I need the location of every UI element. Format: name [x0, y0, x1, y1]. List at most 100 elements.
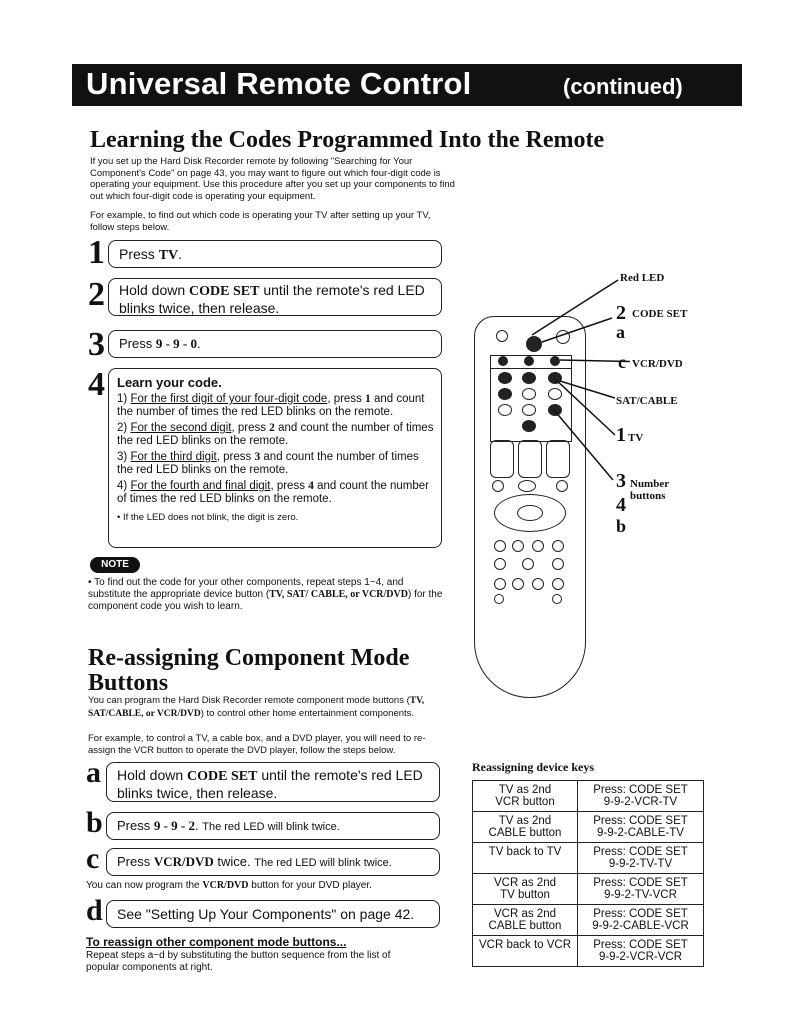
- device-cell: TV back to TV: [472, 842, 578, 874]
- number-button: [548, 404, 562, 416]
- number-button: [522, 388, 536, 400]
- number-button: [498, 404, 512, 416]
- step-c-letter: c: [86, 842, 100, 875]
- sat-cable-callout: SAT/CABLE: [616, 395, 678, 407]
- number-4: 4: [616, 494, 626, 516]
- step-4-item: 4) For the fourth and final digit, press…: [117, 480, 429, 505]
- page-title: Universal Remote Control: [86, 66, 472, 101]
- step-1-bold: TV: [158, 248, 179, 263]
- step-3-bold: 9 - 9 - 0: [155, 336, 198, 351]
- code-set-callout: CODE SET: [632, 308, 688, 320]
- replay-button: [518, 440, 542, 478]
- tv-callout: TV: [628, 432, 644, 444]
- step-a-callout: a: [616, 322, 625, 342]
- step-4-list: 1) For the first digit of your four-digi…: [117, 393, 435, 524]
- step-3-post: .: [197, 336, 201, 351]
- navigation-pad: [494, 494, 566, 532]
- pause-button: [552, 558, 564, 570]
- step-b-callout: b: [616, 516, 627, 536]
- step-4-note: • If the LED does not blink, the digit i…: [117, 512, 299, 523]
- note-badge: NOTE: [90, 557, 140, 573]
- step-1-number: 1: [88, 234, 105, 271]
- reassign-example: For example, to control a TV, a cable bo…: [88, 733, 426, 756]
- remote-button: [522, 558, 534, 570]
- return-button: [492, 480, 504, 492]
- reassign-intro: You can program the Hard Disk Recorder r…: [88, 695, 425, 719]
- press-cell: Press: CODE SET 9-9-2-TV-VCR: [577, 873, 704, 905]
- device-cell: TV as 2nd VCR button: [472, 780, 578, 812]
- vcr-dvd-mode-button: [550, 356, 560, 366]
- step-4-item: 2) For the second digit, press 2 and cou…: [117, 422, 434, 447]
- page-subtitle: (continued): [563, 74, 683, 99]
- keys-table-title: Reassigning device keys: [472, 760, 595, 774]
- reassign-heading: Re-assigning Component Mode Buttons: [88, 645, 410, 696]
- number-button: [548, 388, 562, 400]
- step-1-pre: Press: [119, 246, 159, 262]
- step-4-title: Learn your code.: [117, 375, 222, 390]
- volume-rocker: [546, 440, 570, 478]
- tv-mode-button: [498, 356, 508, 366]
- note-text: • To find out the code for your other co…: [88, 577, 443, 612]
- press-cell: Press: CODE SET 9-9-2-TV-TV: [577, 842, 704, 874]
- step-c-box: Press VCR/DVD twice. The red LED will bl…: [106, 848, 440, 876]
- vcr-dvd-callout: VCR/DVD: [632, 358, 683, 370]
- callout-lines: [531, 279, 630, 481]
- remote-button: [552, 594, 562, 604]
- device-cell: VCR as 2nd TV button: [472, 873, 578, 905]
- step-c-callout: c: [618, 352, 626, 372]
- header-banner: Universal Remote Control (continued): [72, 64, 742, 106]
- step-4-box: Learn your code. 1) For the first digit …: [108, 368, 442, 548]
- step-4-item: 3) For the third digit, press 3 and coun…: [117, 451, 419, 476]
- remote-button: [494, 540, 506, 552]
- step-2-number: 2: [88, 276, 105, 313]
- number-button: [498, 372, 512, 384]
- press-cell: Press: CODE SET 9-9-2-CABLE-VCR: [577, 904, 704, 936]
- press-cell: Press: CODE SET 9-9-2-CABLE-TV: [577, 811, 704, 843]
- code-set-number: 2: [616, 302, 626, 324]
- number-buttons-callout: Number buttons: [630, 478, 669, 502]
- press-cell: Press: CODE SET 9-9-2-VCR-VCR: [577, 935, 704, 967]
- step-b-letter: b: [86, 806, 103, 839]
- step-4-item: 1) For the first digit of your four-digi…: [117, 393, 425, 418]
- step-3-number: 3: [88, 326, 105, 363]
- step-3-box: Press 9 - 9 - 0.: [108, 330, 442, 358]
- step-3-pre: Press: [119, 336, 156, 351]
- remote-button: [512, 540, 524, 552]
- remote-button: [512, 578, 524, 590]
- remote-button: [494, 558, 506, 570]
- device-cell: VCR back to VCR: [472, 935, 578, 967]
- number-3: 3: [616, 470, 626, 492]
- remote-button: [552, 578, 564, 590]
- tv-number: 1: [616, 424, 626, 446]
- step-4-number: 4: [88, 366, 105, 403]
- learning-intro: If you set up the Hard Disk Recorder rem…: [90, 156, 455, 202]
- hdr-button: [496, 330, 508, 342]
- learning-heading: Learning the Codes Programmed Into the R…: [90, 127, 605, 153]
- device-cell: TV as 2nd CABLE button: [472, 811, 578, 843]
- sat-cable-mode-button: [524, 356, 534, 366]
- select-button: [517, 505, 543, 521]
- code-set-button: [526, 336, 542, 352]
- number-button: [522, 372, 536, 384]
- other-heading: To reassign other component mode buttons…: [86, 935, 347, 949]
- step-2-post: until the remote's red LED blinks twice,…: [119, 282, 425, 316]
- remote-button: [494, 578, 506, 590]
- step-1-box: Press TV.: [108, 240, 442, 268]
- number-button: [498, 388, 512, 400]
- step-2-bold: CODE SET: [189, 284, 260, 299]
- number-button: [522, 404, 536, 416]
- remote-button: [552, 540, 564, 552]
- mute-button: [556, 480, 568, 492]
- red-led-callout: Red LED: [620, 272, 665, 284]
- remote-button: [532, 578, 544, 590]
- step-a-box: Hold down CODE SET until the remote's re…: [106, 762, 440, 802]
- remote-button: [494, 594, 504, 604]
- step-d-box: See "Setting Up Your Components" on page…: [106, 900, 440, 928]
- step-b-box: Press 9 - 9 - 2. The red LED will blink …: [106, 812, 440, 840]
